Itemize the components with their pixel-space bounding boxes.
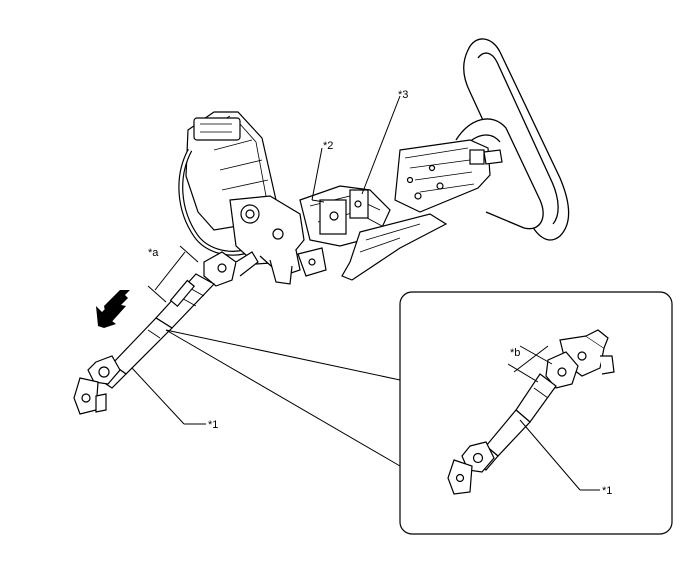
callout-dim-a: *a (148, 247, 159, 259)
intermediate-shaft (73, 251, 259, 415)
callout-part-1-main: *1 (208, 419, 218, 431)
callout-part-1-detail: *1 (602, 485, 612, 497)
dimension-a (147, 245, 199, 303)
power-steering-motor (178, 111, 327, 285)
steering-wheel (455, 38, 570, 241)
callout-dim-b: *b (510, 347, 520, 359)
callout-part-3: *3 (398, 89, 408, 101)
direction-arrow (96, 290, 130, 328)
detail-leader-lines (131, 95, 401, 467)
detail-shaft (447, 329, 615, 495)
dimension-b (507, 345, 553, 383)
callout-part-2: *2 (323, 140, 333, 152)
detail-leader-line-1 (519, 419, 600, 491)
upper-column (394, 139, 503, 213)
tilt-lever (341, 213, 448, 281)
